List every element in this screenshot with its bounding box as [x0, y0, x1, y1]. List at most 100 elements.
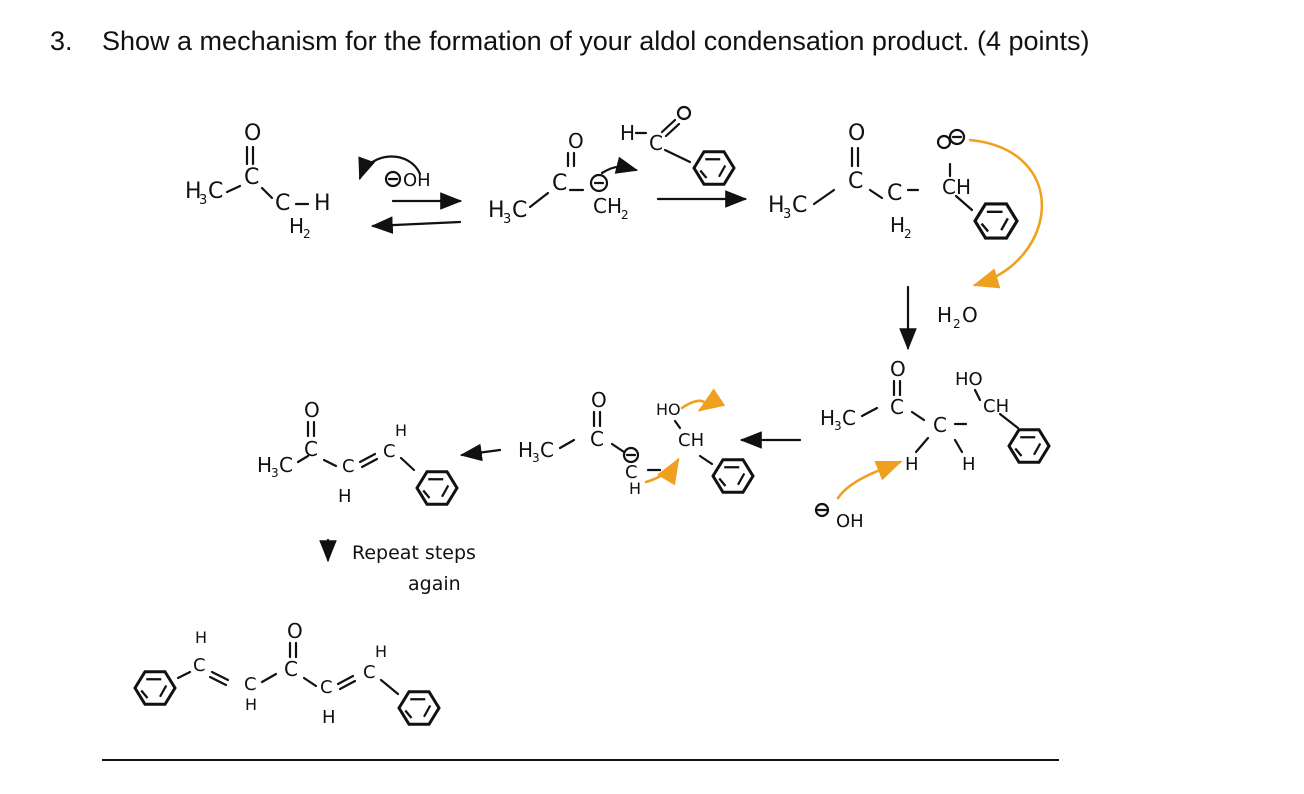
aldehyde-h-label: H	[620, 121, 635, 145]
h3c-label: H	[518, 438, 533, 462]
h3c-label: H	[185, 179, 202, 204]
ch2-label: CH	[593, 194, 622, 218]
molecule-enolate: H 3 C C O CH 2 H C	[488, 105, 736, 227]
question-heading: 3. Show a mechanism for the formation of …	[50, 26, 1090, 57]
carbonyl-c-label: C	[244, 165, 259, 190]
again-text: again	[408, 573, 461, 595]
h2o-label: H	[937, 303, 952, 327]
h-label: H	[962, 454, 976, 475]
oh-label: OH	[836, 511, 864, 532]
subscript-2: 2	[904, 227, 912, 241]
c-label: C	[512, 198, 527, 223]
benzene-ring-icon	[711, 458, 755, 494]
carbonyl-c-label: C	[590, 427, 604, 451]
subscript-3: 3	[503, 212, 511, 227]
molecule-dibenzalacetone: C H C H C O C C H H	[133, 619, 441, 728]
methylene-c-label: C	[887, 181, 902, 206]
alpha-h-label: H	[322, 707, 336, 728]
alpha-h-label: H	[629, 479, 641, 498]
carbonyl-o-label: O	[304, 398, 320, 422]
answer-line	[102, 759, 1059, 761]
subscript-3: 3	[532, 451, 540, 465]
carbonyl-o-label: O	[890, 357, 906, 381]
alpha-c-label: C	[625, 462, 638, 483]
carbonyl-c-label: C	[304, 437, 318, 461]
carbonyl-c-label: C	[848, 169, 863, 194]
beta-h-label: H	[375, 642, 387, 661]
repeat-note: Repeat steps again	[319, 538, 476, 595]
ch-label: CH	[678, 430, 704, 451]
oh-label: OH	[403, 170, 431, 191]
c-label: C	[792, 193, 807, 218]
ch-label: CH	[983, 396, 1009, 417]
alpha-c-label: C	[933, 413, 947, 437]
hydroxide-base: OH	[358, 155, 431, 191]
c-label: C	[193, 655, 206, 676]
h-label: H	[195, 628, 207, 647]
curved-arrow-deprotonation	[358, 155, 422, 181]
carbonyl-c-label: C	[284, 657, 298, 681]
alpha-c-label: C	[275, 191, 290, 216]
beta-c-label: C	[363, 662, 376, 683]
c-label: C	[279, 453, 293, 477]
molecule-enone: H 3 C C O C C H H	[257, 398, 459, 507]
c-label: C	[540, 438, 554, 462]
alpha-h-label: H	[338, 486, 352, 507]
c-label: C	[842, 406, 856, 430]
carbonyl-c-label: C	[552, 171, 567, 196]
h3c-label: H	[768, 193, 785, 218]
ho-label: HO	[656, 400, 681, 419]
carbonyl-o-label: O	[591, 388, 607, 412]
subscript-3: 3	[271, 466, 279, 480]
benzene-ring-icon	[692, 150, 736, 186]
carbonyl-o-label: O	[568, 129, 584, 153]
benzene-ring-icon	[1007, 428, 1051, 464]
molecule-alkoxide: H 3 C C O C H 2 CH	[768, 121, 1044, 289]
beta-h-label: H	[395, 421, 407, 440]
h3c-label: H	[488, 198, 505, 223]
subscript-2: 2	[953, 317, 961, 331]
subscript-3: 3	[199, 193, 207, 208]
h2o-o-label: O	[962, 303, 978, 327]
c-label: C	[208, 179, 223, 204]
reaction-arrow-3	[459, 443, 502, 462]
orange-arrow-leaving-group	[680, 388, 726, 412]
molecule-acetone: H 3 C C O C H H 2	[185, 121, 331, 241]
repeat-steps-text: Repeat steps	[352, 542, 476, 564]
molecule-enolate-e1cb: H 3 C C O C H CH HO	[518, 388, 755, 498]
c-label: C	[244, 674, 257, 695]
ch-label: CH	[942, 175, 971, 199]
protonation-step: H 2 O	[899, 285, 978, 351]
subscript-2: 2	[621, 208, 629, 222]
alpha-c-label: C	[342, 456, 355, 477]
carbonyl-c-label: C	[890, 395, 904, 419]
carbonyl-o-label: O	[244, 121, 261, 146]
benzene-ring-icon	[415, 470, 459, 506]
ho-label: HO	[955, 369, 983, 390]
question-number: 3.	[50, 26, 73, 56]
orange-arrow-deprotonation	[836, 460, 903, 500]
carbonyl-o-label: O	[848, 121, 865, 146]
curved-arrow-attack	[600, 156, 639, 175]
benzene-ring-icon	[133, 670, 177, 706]
molecule-aldol-adduct: H 3 C C O C CH HO H H OH	[814, 357, 1051, 532]
orange-arrow-protonation	[968, 138, 1044, 289]
alpha-h-label: H	[314, 191, 331, 216]
h-label: H	[245, 695, 257, 714]
aldehyde-c-label: C	[649, 131, 663, 155]
subscript-2: 2	[303, 227, 311, 241]
alpha-h-label: H	[905, 454, 919, 475]
h3c-label: H	[257, 453, 272, 477]
benzene-ring-icon	[973, 202, 1019, 240]
equilibrium-arrows	[370, 192, 463, 234]
alpha-c-label: C	[320, 677, 333, 698]
h3c-label: H	[820, 406, 835, 430]
h2-label: H	[890, 213, 905, 237]
beta-c-label: C	[383, 441, 396, 462]
subscript-3: 3	[783, 207, 791, 222]
orange-arrow-elimination	[644, 457, 680, 486]
h2-label: H	[289, 214, 304, 238]
carbonyl-o-label: O	[287, 619, 303, 643]
question-text: Show a mechanism for the formation of yo…	[102, 26, 1090, 56]
